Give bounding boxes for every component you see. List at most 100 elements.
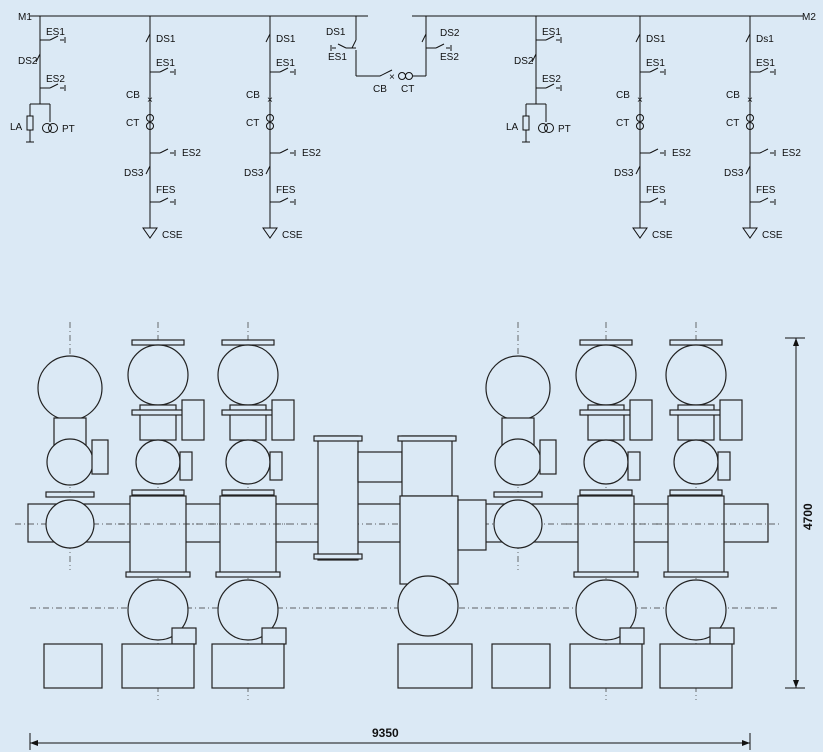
middle-disconnector-module bbox=[135, 439, 181, 485]
lower-flange bbox=[125, 571, 191, 578]
breaker-tank bbox=[129, 495, 187, 575]
ds-blade bbox=[145, 33, 151, 43]
coupler-ds1 bbox=[351, 34, 357, 54]
elevation-drawing: 4700 9350 bbox=[15, 322, 815, 750]
top-flange bbox=[221, 339, 275, 346]
disconnector-ds2 bbox=[531, 48, 537, 68]
ct-coil-2 bbox=[266, 122, 274, 130]
earthing-switch-es2 bbox=[640, 148, 666, 156]
es-blade bbox=[435, 43, 445, 49]
vt-disconnector-module bbox=[494, 438, 542, 486]
disconnector-ds1 bbox=[635, 28, 641, 48]
vt-disconnector-module bbox=[46, 438, 94, 486]
es-blade bbox=[49, 83, 59, 89]
single-line-diagram: M1 M2 DS1ES1×CBCTES2DS3FESCSEDS1ES1×CBCT… bbox=[10, 12, 816, 241]
breaker-tank bbox=[667, 495, 725, 575]
label-es1: ES1 bbox=[156, 58, 175, 69]
top-flange bbox=[669, 339, 723, 346]
label-coupler-ds2: DS2 bbox=[440, 28, 460, 39]
ds-blade bbox=[635, 165, 641, 175]
elevation-feeder-bay-1 bbox=[118, 322, 205, 700]
cable-termination-module bbox=[127, 579, 189, 641]
es-blade bbox=[279, 197, 289, 203]
mid-flange-2 bbox=[669, 489, 723, 496]
operating-mechanism-box bbox=[629, 399, 653, 441]
earthing-switch-es2 bbox=[750, 148, 776, 156]
mid-flange-1 bbox=[221, 409, 275, 416]
top-flange bbox=[579, 339, 633, 346]
cb-symbol: × bbox=[747, 95, 753, 106]
operating-mechanism-box bbox=[271, 399, 295, 441]
label-coupler-cb: CB bbox=[373, 84, 387, 95]
bay-base-frame bbox=[569, 643, 643, 689]
mid-flange-1 bbox=[669, 409, 723, 416]
coupler-ct-2 bbox=[405, 72, 413, 80]
busbar-m2-label: M2 bbox=[802, 12, 816, 23]
mid-flange-2 bbox=[131, 489, 185, 496]
vt-base-frame bbox=[43, 643, 103, 689]
label-es2: ES2 bbox=[302, 148, 321, 159]
es-blade bbox=[759, 148, 769, 154]
width-dimension-label: 9350 bbox=[372, 726, 399, 740]
label-es2: ES2 bbox=[782, 148, 801, 159]
cb-symbol: × bbox=[147, 95, 153, 106]
earthing-switch-es1 bbox=[750, 67, 776, 75]
label-fes: FES bbox=[156, 185, 176, 196]
disconnector-ds1 bbox=[145, 28, 151, 48]
label-ds1: Ds1 bbox=[756, 34, 774, 45]
disconnector-ds1 bbox=[745, 28, 751, 48]
disconnector-ds2 bbox=[35, 48, 41, 68]
side-drive bbox=[269, 451, 283, 481]
es-blade bbox=[545, 35, 555, 41]
top-busbar-module bbox=[217, 344, 279, 406]
earthing-switch-es1 bbox=[640, 67, 666, 75]
ct-coil-2 bbox=[146, 122, 154, 130]
label-coupler-es2: ES2 bbox=[440, 52, 459, 63]
side-drive bbox=[627, 451, 641, 481]
busbar-duct bbox=[27, 503, 769, 543]
disconnector-ds3 bbox=[145, 160, 151, 180]
disconnector-ds3 bbox=[745, 160, 751, 180]
bay-base-frame bbox=[659, 643, 733, 689]
mid-flange-2 bbox=[579, 489, 633, 496]
earthing-switch-es2 bbox=[40, 83, 66, 91]
label-ds1: DS1 bbox=[276, 34, 296, 45]
lower-flange bbox=[573, 571, 639, 578]
vt-flange bbox=[493, 491, 543, 498]
es-blade bbox=[49, 35, 59, 41]
middle-disconnector-module bbox=[583, 439, 629, 485]
es-blade bbox=[159, 148, 169, 154]
pt-coil-1 bbox=[538, 123, 548, 133]
label-coupler-ds1: DS1 bbox=[326, 27, 346, 38]
disconnector-ds1 bbox=[265, 28, 271, 48]
ct-coil-1 bbox=[146, 114, 154, 122]
vt-drive-box bbox=[91, 439, 109, 475]
lightning-arrester-symbol bbox=[522, 115, 530, 131]
label-ds3: DS3 bbox=[124, 168, 144, 179]
elevation-bays bbox=[27, 322, 769, 700]
earthing-switch-es2 bbox=[536, 83, 562, 91]
coupler-es1 bbox=[330, 43, 356, 51]
mid-flange-1 bbox=[579, 409, 633, 416]
coupler-upper-module bbox=[401, 435, 453, 497]
label-cb: CB bbox=[126, 90, 140, 101]
label-es2: ES2 bbox=[542, 74, 561, 85]
vt-flange bbox=[45, 491, 95, 498]
fast-earthing-switch-fes bbox=[270, 197, 296, 205]
fast-earthing-switch-fes bbox=[640, 197, 666, 205]
cable-box bbox=[261, 627, 287, 645]
label-ct: CT bbox=[126, 118, 139, 129]
pt-coil-2 bbox=[544, 123, 554, 133]
es-blade bbox=[649, 67, 659, 73]
label-ct: CT bbox=[726, 118, 739, 129]
bay-base-frame bbox=[211, 643, 285, 689]
label-cse: CSE bbox=[162, 230, 183, 241]
height-dimension-label: 4700 bbox=[801, 503, 815, 530]
label-es1: ES1 bbox=[276, 58, 295, 69]
label-la: LA bbox=[506, 122, 519, 133]
label-es1: ES1 bbox=[756, 58, 775, 69]
